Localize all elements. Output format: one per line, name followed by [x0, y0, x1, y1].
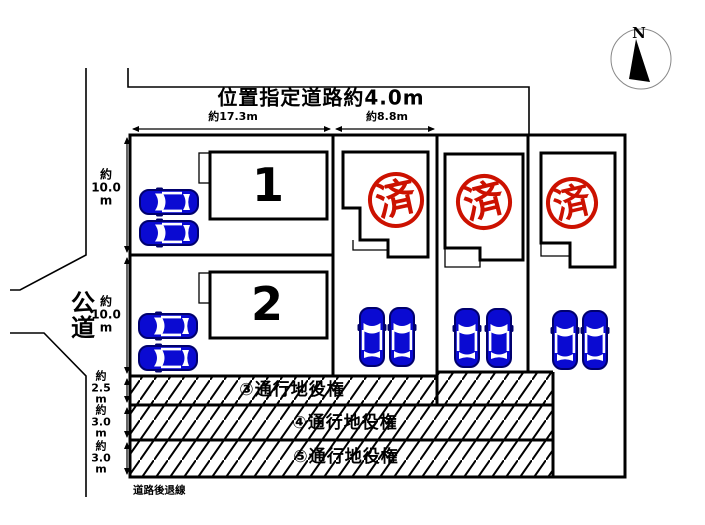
easement-hatch-right — [437, 372, 553, 477]
car-lot2-a — [138, 310, 198, 342]
public-road-edge-lower — [10, 332, 87, 497]
building4-porch — [444, 248, 481, 268]
car-lot4-a — [451, 308, 483, 368]
building3-porch — [352, 240, 388, 251]
easement-hatch-left — [130, 376, 437, 477]
car-lot4-b — [483, 308, 515, 368]
car-lot5-a — [549, 310, 581, 370]
building1-porch — [198, 152, 211, 184]
sold-stamp-3: 済 — [546, 177, 598, 229]
public-road-edge-upper — [10, 68, 87, 291]
compass-circle — [610, 28, 672, 90]
building2-outline — [208, 270, 329, 340]
car-lot1-b — [139, 217, 199, 249]
car-lot2-b — [138, 342, 198, 374]
building1-outline — [208, 150, 329, 221]
sold-stamp-2: 済 — [456, 174, 512, 230]
plot-boundary — [128, 133, 627, 479]
car-lot1-a — [139, 186, 199, 218]
car-lot3-b — [386, 307, 418, 367]
car-lot3-a — [356, 307, 388, 367]
dimension-arrows — [124, 126, 435, 475]
building5-porch — [540, 243, 570, 257]
car-lot5-b — [579, 310, 611, 370]
designated-road-edge — [127, 68, 530, 135]
sold-stamp-1: 済 — [368, 172, 424, 228]
compass — [610, 28, 672, 90]
building2-porch — [198, 272, 211, 304]
north-needle-icon — [629, 39, 650, 82]
